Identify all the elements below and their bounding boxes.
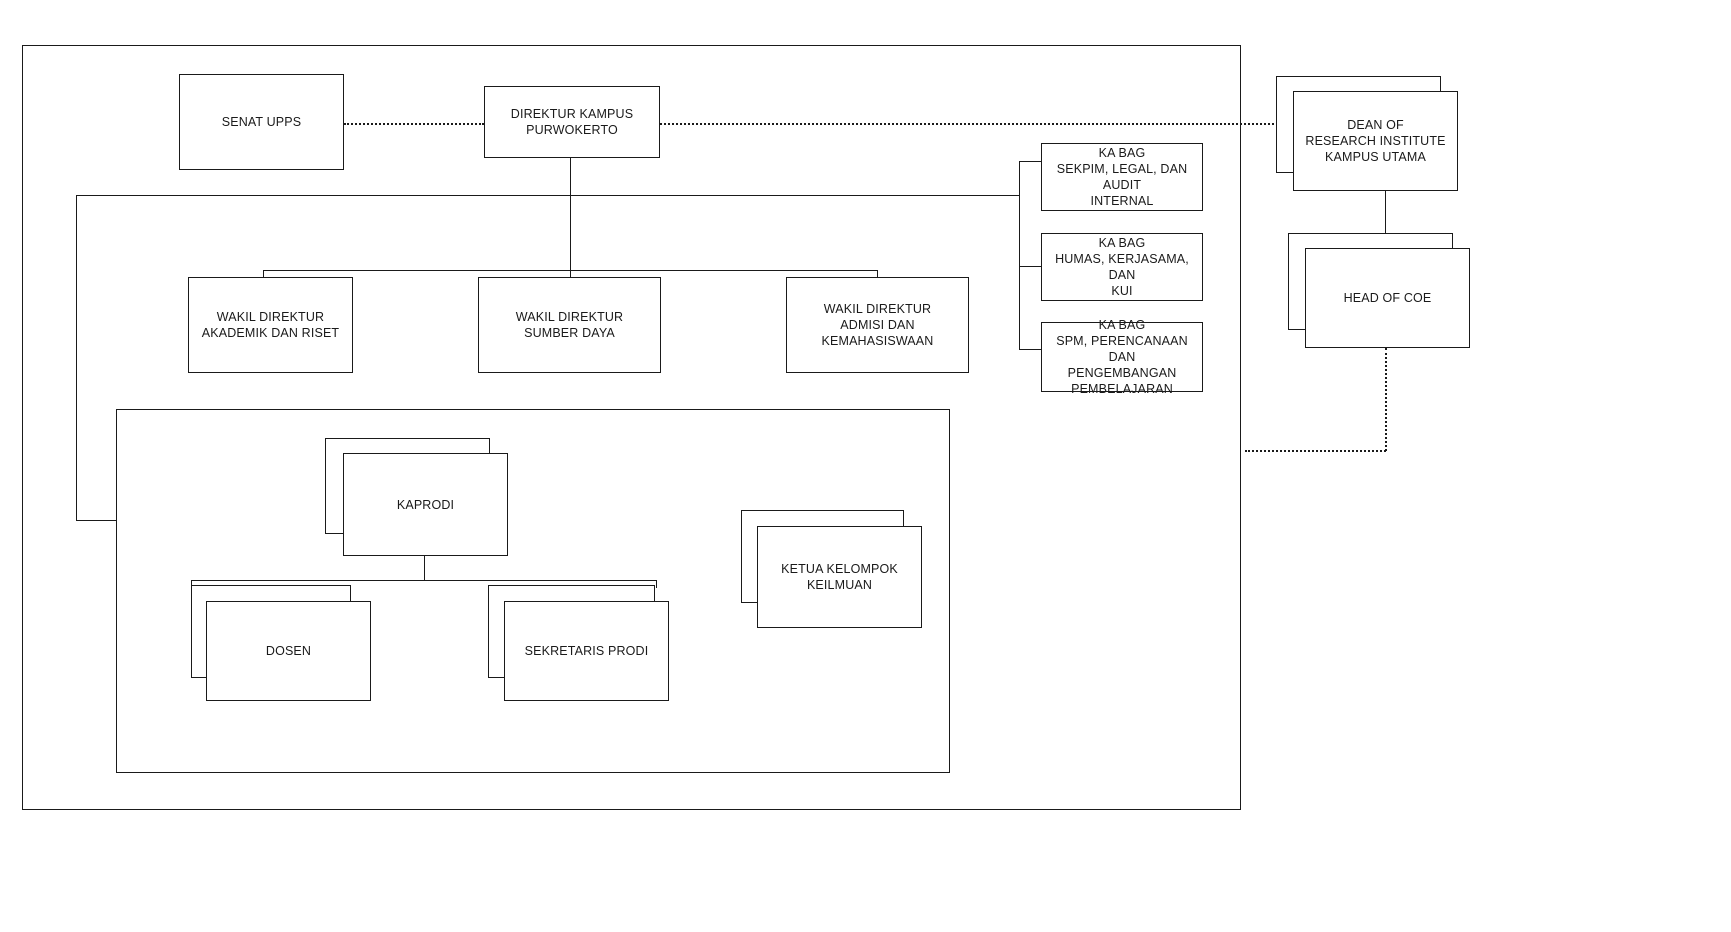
dotted-connector-coe-horizontal (1245, 450, 1386, 452)
node-kabag-humas-kerjasama-kui[interactable]: KA BAG HUMAS, KERJASAMA, DAN KUI (1041, 233, 1203, 301)
connector-kaprodi-bus (191, 580, 657, 582)
node-label: HEAD OF COE (1343, 291, 1432, 305)
connector-kabag-top-rail (76, 195, 1020, 197)
connector-kabag-spine (1019, 161, 1021, 350)
node-label: DIREKTUR KAMPUS PURWOKERTO (510, 107, 634, 137)
node-dosen[interactable]: DOSEN (206, 601, 371, 701)
node-label: WAKIL DIREKTUR ADMISI DAN KEMAHASISWAAN (821, 302, 934, 348)
connector-drop-wakil-admisi (877, 270, 879, 278)
connector-kabag-stub-3 (1019, 349, 1041, 351)
connector-drop-wakil-akademik (263, 270, 265, 278)
node-label: SENAT UPPS (221, 115, 302, 129)
connector-drop-dosen (191, 580, 193, 588)
node-kaprodi[interactable]: KAPRODI (343, 453, 508, 556)
node-label: KA BAG SPM, PERENCANAAN DAN PENGEMBANGAN… (1056, 318, 1188, 396)
connector-left-rail-foot (76, 520, 117, 522)
node-head-of-coe[interactable]: HEAD OF COE (1305, 248, 1470, 348)
connector-kaprodi-trunk (424, 556, 426, 580)
dotted-connector-coe-vertical (1385, 348, 1387, 451)
node-label: DEAN OF RESEARCH INSTITUTE KAMPUS UTAMA (1305, 118, 1446, 164)
node-label: KA BAG SEKPIM, LEGAL, DAN AUDIT INTERNAL (1056, 146, 1188, 208)
connector-kabag-stub-2 (1019, 266, 1041, 268)
node-wakil-direktur-sumber-daya[interactable]: WAKIL DIREKTUR SUMBER DAYA (478, 277, 661, 373)
node-ketua-kelompok-keilmuan[interactable]: KETUA KELOMPOK KEILMUAN (757, 526, 922, 628)
node-kabag-spm-perencanaan-pengembangan-pembelajaran[interactable]: KA BAG SPM, PERENCANAAN DAN PENGEMBANGAN… (1041, 318, 1203, 396)
node-wakil-direktur-akademik-dan-riset[interactable]: WAKIL DIREKTUR AKADEMIK DAN RISET (188, 277, 353, 373)
node-label: WAKIL DIREKTUR AKADEMIK DAN RISET (201, 310, 340, 340)
dotted-connector-direktur-dean (660, 123, 1294, 125)
prodi-group-box (116, 409, 950, 773)
node-label: KAPRODI (396, 497, 455, 512)
node-wakil-direktur-admisi-dan-kemahasiswaan[interactable]: WAKIL DIREKTUR ADMISI DAN KEMAHASISWAAN (786, 277, 969, 373)
node-senat-upps[interactable]: SENAT UPPS (179, 74, 344, 170)
dotted-connector-senat-direktur (344, 123, 484, 125)
node-label: DOSEN (265, 644, 312, 658)
node-label: SEKRETARIS PRODI (524, 644, 649, 658)
connector-dean-to-coe (1385, 190, 1387, 233)
node-label: WAKIL DIREKTUR SUMBER DAYA (515, 310, 624, 340)
connector-drop-sekretaris (656, 580, 658, 588)
node-dean-of-research-institute-kampus-utama[interactable]: DEAN OF RESEARCH INSTITUTE KAMPUS UTAMA (1293, 91, 1458, 191)
node-direktur-kampus-purwokerto[interactable]: DIREKTUR KAMPUS PURWOKERTO (484, 86, 660, 158)
connector-left-rail-vertical (76, 195, 78, 521)
connector-drop-wakil-sumber-daya (570, 270, 572, 278)
node-kabag-sekpim-legal-audit-internal[interactable]: KA BAG SEKPIM, LEGAL, DAN AUDIT INTERNAL (1041, 143, 1203, 211)
node-sekretaris-prodi[interactable]: SEKRETARIS PRODI (504, 601, 669, 701)
outer-frame-upps (22, 45, 1241, 810)
node-label: KA BAG HUMAS, KERJASAMA, DAN KUI (1055, 236, 1189, 298)
connector-kabag-stub-1 (1019, 161, 1041, 163)
node-label: KETUA KELOMPOK KEILMUAN (781, 562, 898, 592)
connector-direktur-trunk (570, 157, 572, 271)
